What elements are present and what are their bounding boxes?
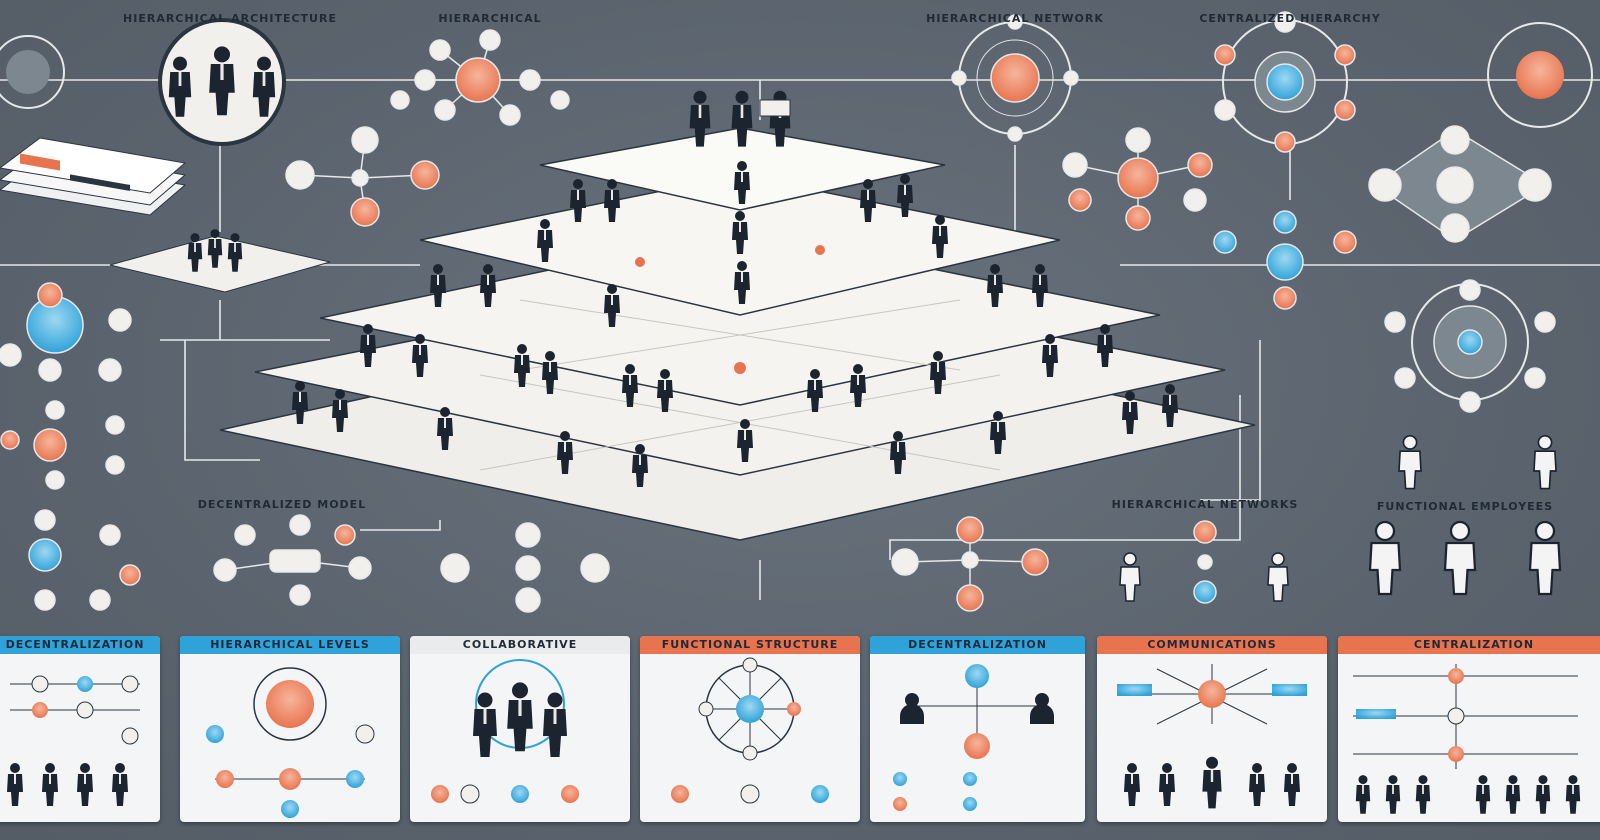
- card-illustration: [671, 657, 829, 804]
- card-title: DECENTRALIZATION: [0, 636, 160, 654]
- card-title: CENTRALIZATION: [1338, 636, 1600, 654]
- card-illustration: [431, 659, 579, 804]
- card-decentralization-right: DECENTRALIZATION: [870, 636, 1085, 822]
- network-cluster-right-3: [1368, 125, 1552, 243]
- network-cluster-left-mid: [285, 126, 440, 227]
- heading-top-4: CENTRALIZED HIERARCHY: [1199, 12, 1381, 25]
- heading-top-3: HIERARCHICAL NETWORK: [926, 12, 1104, 25]
- card-title: HIERARCHICAL LEVELS: [180, 636, 400, 654]
- team-icon: [158, 18, 286, 146]
- card-centralization: CENTRALIZATION: [1338, 636, 1600, 822]
- card-title: COLLABORATIVE: [410, 636, 630, 654]
- network-cluster-top-3: [1214, 11, 1356, 153]
- employee-trio-right: [1368, 520, 1562, 596]
- card-illustration: [206, 667, 375, 818]
- network-cluster-top-right-partial: [1487, 22, 1593, 128]
- network-cluster-left-3: [0, 400, 125, 490]
- document-stack-icon: [0, 137, 187, 216]
- card-functional-structure: FUNCTIONAL STRUCTURE: [640, 636, 860, 822]
- card-illustration: [893, 664, 1054, 811]
- network-cluster-right-1: [1062, 127, 1213, 231]
- network-cluster-top-2: [951, 14, 1079, 142]
- network-cluster-right-4: [1384, 279, 1556, 413]
- heading-top-1: HIERARCHICAL ARCHITECTURE: [123, 12, 337, 25]
- card-title: COMMUNICATIONS: [1097, 636, 1327, 654]
- card-illustration: [1353, 664, 1581, 814]
- card-decentralization-left: DECENTRALIZATION: [0, 636, 160, 822]
- heading-mid-far-right: FUNCTIONAL EMPLOYEES: [1376, 500, 1554, 513]
- card-title: DECENTRALIZATION: [870, 636, 1085, 654]
- network-cluster-bottom-3: [440, 522, 610, 613]
- small-team-platform: [109, 229, 331, 293]
- network-cluster-left-2: [0, 282, 132, 382]
- card-hierarchical-levels: HIERARCHICAL LEVELS: [180, 636, 400, 822]
- card-illustration: [1117, 664, 1307, 809]
- heading-mid-right: HIERARCHICAL NETWORKS: [1111, 498, 1299, 511]
- network-cluster-bottom-5: [1119, 520, 1289, 604]
- network-cluster-bottom-1: [28, 509, 141, 611]
- hierarchy-pyramid: [219, 90, 1256, 541]
- heading-mid-left: DECENTRALIZED MODEL: [197, 498, 367, 511]
- network-cluster-right-2: [1213, 210, 1357, 310]
- employee-pair-right: [1398, 434, 1557, 490]
- network-cluster-bottom-4: [891, 516, 1049, 612]
- card-communications: COMMUNICATIONS: [1097, 636, 1327, 822]
- card-illustration: [7, 675, 140, 806]
- network-cluster-top-1: [390, 29, 570, 126]
- card-title: FUNCTIONAL STRUCTURE: [640, 636, 860, 654]
- card-collaborative: COLLABORATIVE: [410, 636, 630, 822]
- top-left-partial-node: [0, 35, 65, 109]
- info-card-row: DECENTRALIZATION HIERARCHICAL LEVELS: [0, 636, 1600, 836]
- network-cluster-bottom-2: [213, 514, 372, 606]
- heading-top-2: HIERARCHICAL: [438, 12, 542, 25]
